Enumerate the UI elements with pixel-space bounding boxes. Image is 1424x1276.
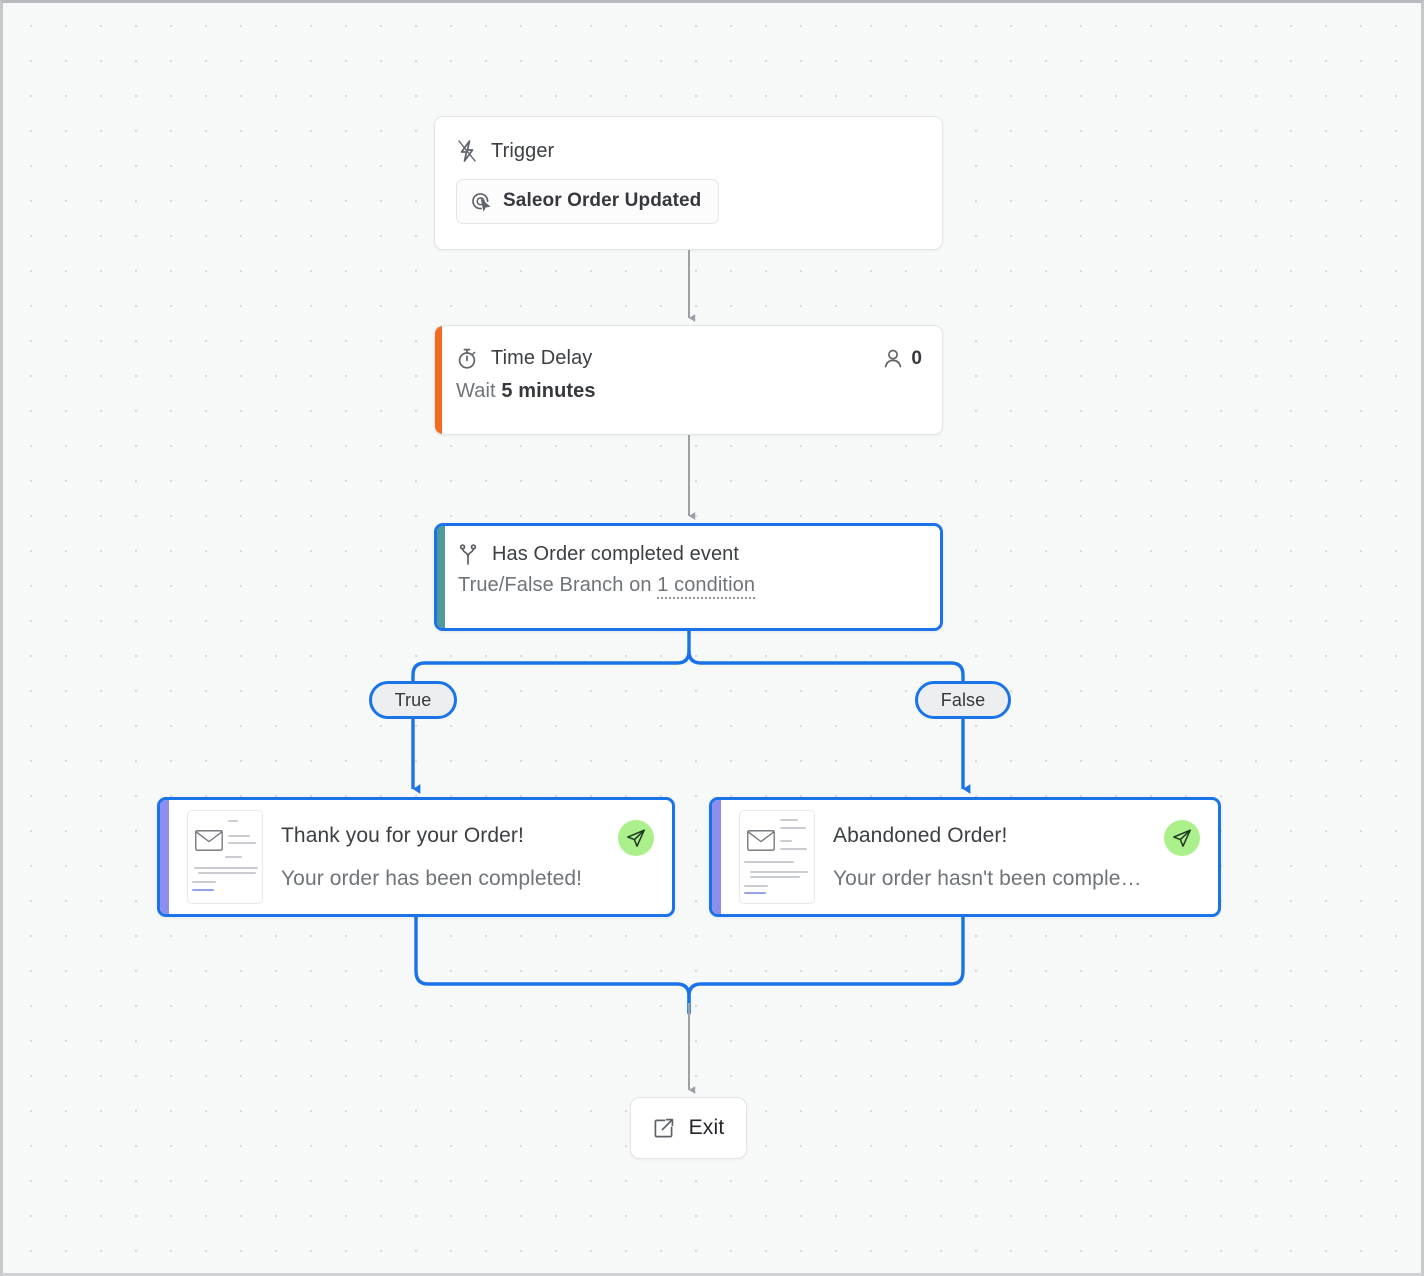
condition-detail-link[interactable]: 1 condition	[657, 574, 756, 599]
condition-detail-prefix: True/False Branch on	[458, 574, 658, 596]
email-thumbnail	[739, 810, 815, 904]
delay-title: Time Delay	[491, 347, 593, 369]
saleor-cursor-icon	[471, 191, 492, 212]
branch-label-false[interactable]: False	[915, 681, 1011, 719]
email-subject: Abandoned Order!	[833, 823, 1008, 847]
envelope-icon	[195, 830, 223, 851]
trigger-title: Trigger	[491, 139, 555, 162]
lightning-bolt-icon	[456, 139, 478, 163]
exit-node[interactable]: Exit	[630, 1097, 747, 1159]
person-icon	[883, 348, 903, 369]
send-status-badge	[618, 820, 654, 856]
delay-count-value: 0	[911, 347, 922, 369]
trigger-header: Trigger	[435, 117, 942, 163]
email-node-true[interactable]: Thank you for your Order! Your order has…	[157, 797, 675, 917]
trigger-chip[interactable]: Saleor Order Updated	[456, 179, 720, 224]
external-link-icon	[653, 1117, 675, 1139]
delay-detail-value: 5 minutes	[501, 380, 596, 402]
edge-condition-split-right	[687, 649, 965, 683]
delay-detail: Wait 5 minutes	[442, 370, 942, 403]
trigger-chip-label: Saleor Order Updated	[503, 190, 702, 211]
edge-email-false-merge	[687, 915, 965, 1015]
condition-title: Has Order completed event	[492, 543, 740, 565]
condition-detail: True/False Branch on 1 condition	[445, 566, 940, 599]
email-thumbnail	[187, 810, 263, 904]
email-preheader: Your order has been completed!	[281, 866, 583, 890]
condition-node[interactable]: Has Order completed event True/False Bra…	[434, 523, 943, 631]
email-accent-bar	[160, 800, 169, 914]
send-status-badge	[1164, 820, 1200, 856]
email-subject: Thank you for your Order!	[281, 823, 524, 847]
paper-plane-icon	[626, 828, 646, 848]
stopwatch-icon	[456, 347, 478, 370]
delay-audience-count: 0	[883, 348, 922, 370]
email-accent-bar	[712, 800, 721, 914]
branch-split-icon	[458, 543, 478, 566]
time-delay-node[interactable]: Time Delay 0 Wait 5 minutes	[434, 325, 943, 435]
delay-detail-prefix: Wait	[456, 380, 502, 402]
branch-label-true[interactable]: True	[369, 681, 457, 719]
exit-label: Exit	[688, 1116, 725, 1139]
edge-condition-split	[411, 629, 691, 683]
paper-plane-icon	[1172, 828, 1192, 848]
trigger-node[interactable]: Trigger Saleor Order Updated	[434, 116, 943, 250]
envelope-icon	[747, 830, 775, 851]
condition-accent-bar	[437, 526, 445, 628]
email-preheader: Your order hasn't been comple…	[833, 866, 1142, 890]
email-node-false[interactable]: Abandoned Order! Your order hasn't been …	[709, 797, 1221, 917]
edge-email-true-merge	[414, 915, 691, 1015]
delay-accent-bar	[435, 326, 442, 434]
